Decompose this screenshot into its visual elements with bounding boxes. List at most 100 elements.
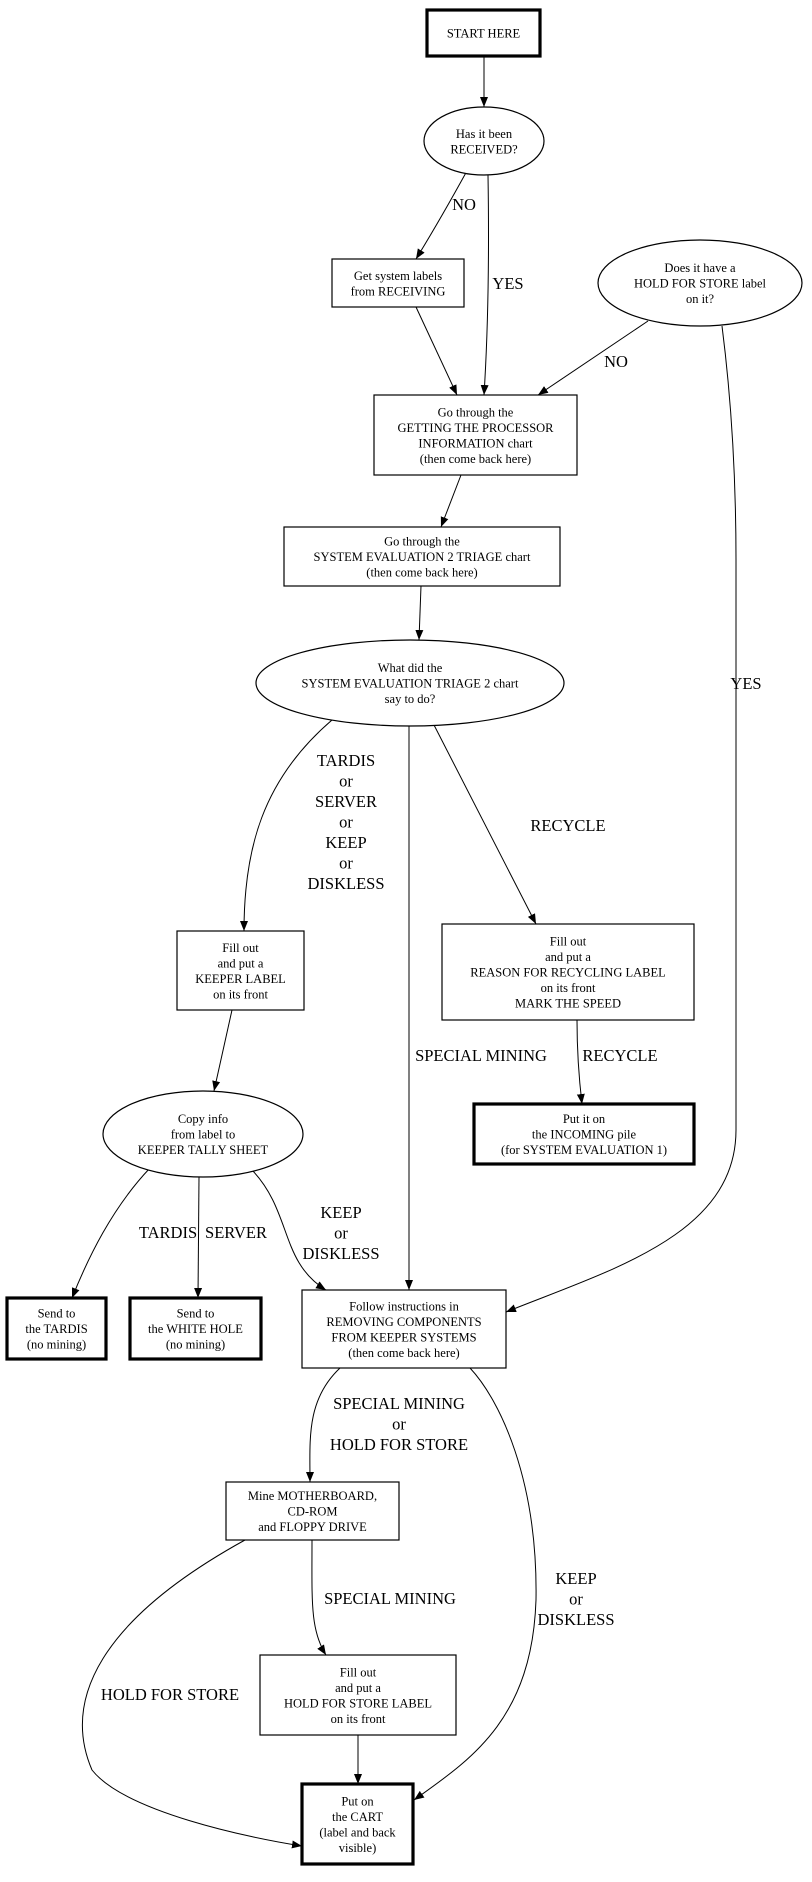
edge-label: SPECIAL MINING	[415, 1046, 547, 1065]
node-text: KEEPER LABEL	[195, 972, 286, 986]
process-box	[441, 923, 695, 1021]
node-text: from RECEIVING	[351, 284, 446, 298]
edge-removing-mine	[305, 1367, 341, 1483]
node-text: Go through the	[384, 535, 460, 549]
node-removing: Follow instructions in REMOVING COMPONENT…	[301, 1289, 507, 1369]
process-box	[300, 1782, 415, 1866]
node-text: Get system labels	[354, 269, 442, 283]
node-text: (then come back here)	[420, 452, 531, 466]
node-text: on its front	[331, 1712, 386, 1726]
process-box	[225, 1481, 400, 1541]
node-text: (for SYSTEM EVALUATION 1)	[501, 1143, 667, 1157]
process-box	[283, 526, 561, 587]
edge-holdq-processor	[537, 320, 649, 396]
node-text: the INCOMING pile	[532, 1128, 637, 1142]
node-text: Mine MOTHERBOARD,	[248, 1489, 377, 1503]
node-text: the CART	[332, 1810, 383, 1824]
edge-label: YES	[730, 674, 761, 693]
node-text: Has it been	[456, 127, 513, 141]
edge-label: or	[339, 772, 353, 791]
node-text: say to do?	[385, 692, 436, 706]
edge-whatdid-keeperlabel	[240, 719, 333, 932]
node-text: Put it on	[563, 1112, 606, 1126]
node-text: and put a	[545, 950, 591, 964]
edge-label: RECYCLE	[530, 816, 605, 835]
node-text: HOLD FOR STORE label	[634, 277, 767, 291]
edge-label: NO	[604, 352, 628, 371]
node-text: Follow instructions in	[349, 1299, 459, 1313]
edge-label: TARDIS	[139, 1223, 197, 1242]
edge-label: KEEP	[325, 833, 366, 852]
edge-label: SPECIAL MINING	[324, 1589, 456, 1608]
edge-triage-whatdid	[415, 585, 424, 641]
edge-label: or	[569, 1590, 583, 1609]
decision-ellipse	[597, 239, 803, 327]
node-incoming: Put it on the INCOMING pile(for SYSTEM EV…	[472, 1102, 696, 1166]
node-text: FROM KEEPER SYSTEMS	[331, 1330, 476, 1344]
edge-label: HOLD FOR STORE	[330, 1435, 468, 1454]
node-text: SYSTEM EVALUATION TRIAGE 2 chart	[302, 677, 519, 691]
edge-label: DISKLESS	[302, 1244, 379, 1263]
node-text: on its front	[541, 981, 596, 995]
edge-labels: NOYESNOYESTARDISorSERVERorKEEPorDISKLESS…	[101, 195, 762, 1704]
edge-label: YES	[492, 274, 523, 293]
node-text: What did the	[378, 661, 443, 675]
edge-mine-holdlabel	[311, 1539, 327, 1656]
node-text: SYSTEM EVALUATION 2 TRIAGE chart	[314, 550, 531, 564]
node-text: INFORMATION chart	[418, 436, 533, 450]
node-start: START HERE	[425, 8, 542, 58]
node-text: (no mining)	[166, 1338, 225, 1352]
edge-label: or	[339, 813, 353, 832]
node-text: Send to	[177, 1307, 215, 1321]
process-box	[331, 258, 465, 308]
edge-label: NO	[452, 195, 476, 214]
edge-label: TARDIS	[317, 751, 375, 770]
edge-label: SERVER	[315, 792, 377, 811]
edge-label: SERVER	[205, 1223, 267, 1242]
edge-received-processor	[480, 174, 489, 396]
edge-processor-triage	[440, 474, 462, 528]
node-text: Fill out	[222, 941, 259, 955]
node-text: the TARDIS	[25, 1322, 87, 1336]
node-text: Fill out	[340, 1665, 377, 1679]
node-text: on it?	[686, 292, 715, 306]
edge-label: SPECIAL MINING	[333, 1394, 465, 1413]
edge-mine-cart	[81, 1539, 303, 1849]
process-box	[5, 1296, 108, 1361]
edge-received-getlabels	[415, 168, 469, 260]
node-text: and put a	[218, 956, 264, 970]
edge-label: KEEP	[320, 1203, 361, 1222]
process-box	[176, 930, 305, 1011]
node-text: the WHITE HOLE	[148, 1322, 243, 1336]
decision-ellipse	[102, 1090, 304, 1178]
node-text: Go through the	[438, 405, 514, 419]
node-text: on its front	[213, 987, 268, 1001]
edge-recyclelabel-incoming	[576, 1019, 585, 1105]
edge-removing-cart	[413, 1367, 537, 1801]
node-text: REMOVING COMPONENTS	[326, 1315, 481, 1329]
node-text: START HERE	[447, 27, 521, 41]
edge-holdq-removing	[505, 325, 737, 1313]
node-text: and put a	[335, 1681, 381, 1695]
edge-label: RECYCLE	[582, 1046, 657, 1065]
node-text: REASON FOR RECYCLING LABEL	[470, 966, 666, 980]
node-text: CD-ROM	[287, 1505, 337, 1519]
edge-label: or	[392, 1415, 406, 1434]
node-text: GETTING THE PROCESSOR	[397, 421, 554, 435]
edge-whatdid-recyclelabel	[433, 724, 537, 925]
node-text: Put on	[341, 1794, 374, 1808]
process-box	[472, 1102, 696, 1166]
